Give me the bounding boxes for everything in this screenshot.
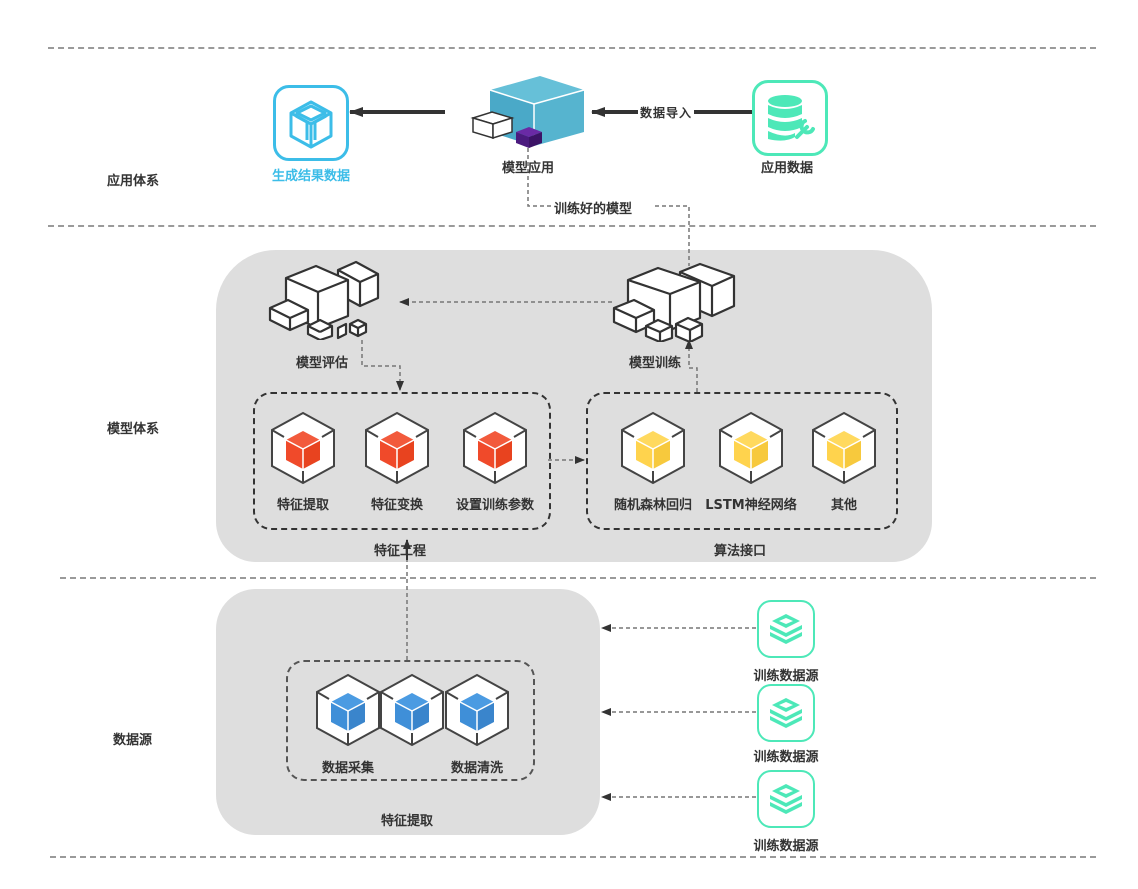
yellow-cube-icon[interactable] [718, 411, 784, 485]
model-app-icon[interactable] [470, 76, 590, 154]
cube-outline-icon [289, 100, 333, 149]
training-source-label: 训练数据源 [753, 669, 819, 684]
red-cube-icon[interactable] [462, 411, 528, 485]
layer-separator [48, 225, 1096, 227]
training-source-node[interactable] [757, 770, 815, 828]
red-cube-icon[interactable] [270, 411, 336, 485]
algorithm-interface-group [586, 392, 898, 530]
feature-item-label: 特征提取 [276, 498, 330, 513]
layer-label-application: 应用体系 [107, 174, 160, 189]
yellow-cube-icon[interactable] [620, 411, 686, 485]
app-data-label: 应用数据 [760, 161, 814, 176]
layers-stack-icon [770, 784, 802, 814]
training-source-label: 训练数据源 [753, 839, 819, 854]
training-source-label: 训练数据源 [753, 750, 819, 765]
yellow-cube-icon[interactable] [811, 411, 877, 485]
red-cube-icon[interactable] [364, 411, 430, 485]
feature-item-label: 设置训练参数 [455, 498, 535, 513]
layer-separator [60, 577, 1096, 579]
layer-separator [48, 47, 1096, 49]
layers-stack-icon [770, 698, 802, 728]
edge-label-trained-model: 训练好的模型 [553, 198, 634, 217]
layers-stack-icon [770, 614, 802, 644]
data-processing-cubes-icon[interactable] [315, 673, 511, 749]
feature-engineering-title: 特征工程 [373, 544, 427, 559]
data-processing-group [286, 660, 535, 781]
algorithm-interface-title: 算法接口 [713, 544, 767, 559]
database-wrench-icon [768, 95, 815, 141]
result-data-node[interactable] [273, 85, 349, 161]
feature-item-label: 特征变换 [370, 498, 424, 513]
layer-label-model: 模型体系 [107, 422, 160, 437]
training-source-node[interactable] [757, 684, 815, 742]
data-collect-label: 数据采集 [321, 761, 375, 776]
algorithm-item-label: 随机森林回归 [613, 498, 693, 513]
training-source-node[interactable] [757, 600, 815, 658]
layer-separator [50, 856, 1096, 858]
algorithm-item-label: LSTM神经网络 [705, 498, 797, 513]
result-data-label: 生成结果数据 [271, 169, 351, 184]
model-training-icon[interactable] [612, 262, 740, 342]
data-panel-title: 特征提取 [380, 814, 434, 829]
edge-label-import: 数据导入 [638, 104, 695, 121]
model-evaluation-icon[interactable] [268, 260, 398, 340]
layer-label-data-source: 数据源 [113, 733, 153, 748]
model-evaluation-label: 模型评估 [295, 356, 349, 371]
algorithm-item-label: 其他 [830, 498, 858, 513]
data-clean-label: 数据清洗 [450, 761, 504, 776]
app-data-node[interactable] [752, 80, 828, 156]
model-training-label: 模型训练 [628, 356, 682, 371]
feature-engineering-group [253, 392, 551, 530]
model-app-label: 模型应用 [501, 161, 555, 176]
